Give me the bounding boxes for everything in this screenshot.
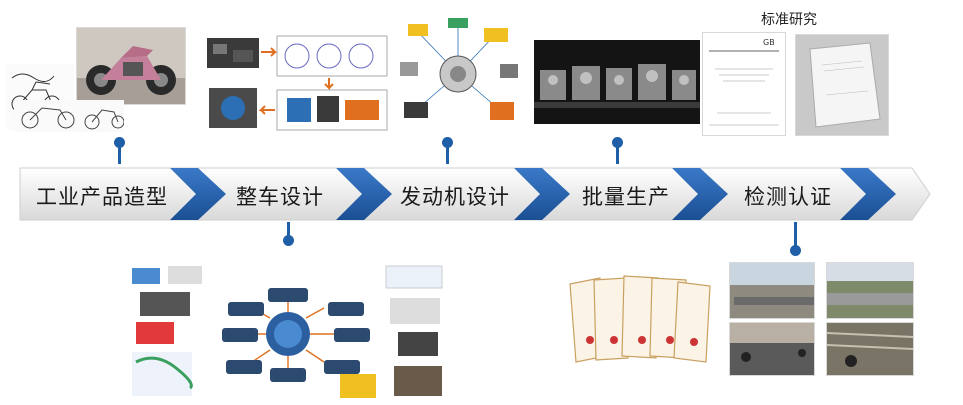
vehicle-layout-image bbox=[205, 30, 392, 132]
stage-vehicle-design: 整车设计 bbox=[236, 185, 324, 209]
test-track-photo-2 bbox=[826, 262, 914, 319]
node-mass-production bbox=[612, 137, 623, 148]
node-vehicle-design bbox=[283, 235, 294, 246]
chevron-icon-2 bbox=[336, 168, 392, 220]
motorcycle-photo bbox=[76, 27, 186, 105]
chevron-icon-5 bbox=[840, 168, 896, 220]
test-rider-photo-2 bbox=[826, 322, 914, 376]
stem-industrial-design bbox=[118, 142, 121, 164]
standard-booklet-photo bbox=[795, 34, 889, 136]
engine-exploded-image bbox=[398, 16, 520, 134]
stem-vehicle-design bbox=[287, 222, 290, 238]
stage-testing-certification: 检测认证 bbox=[744, 185, 832, 209]
stem-testing-certification bbox=[794, 222, 797, 248]
stage-mass-production: 批量生产 bbox=[582, 185, 670, 209]
national-standard-document: GB bbox=[702, 32, 786, 136]
chevron-icon-4 bbox=[672, 168, 728, 220]
production-line-photo bbox=[534, 40, 700, 124]
stage-engine-design: 发动机设计 bbox=[400, 185, 510, 209]
test-rider-photo-1 bbox=[729, 322, 815, 376]
standard-research-caption: 标准研究 bbox=[761, 12, 817, 28]
svg-text:GB: GB bbox=[763, 38, 775, 47]
node-industrial-design bbox=[114, 137, 125, 148]
certificates-image bbox=[566, 270, 714, 366]
stage-industrial-design: 工业产品造型 bbox=[36, 185, 168, 209]
process-bar bbox=[19, 167, 931, 221]
node-engine-design bbox=[442, 137, 453, 148]
stem-mass-production bbox=[616, 142, 619, 164]
chevron-icon-3 bbox=[514, 168, 570, 220]
chevron-icon-1 bbox=[170, 168, 226, 220]
node-testing-certification bbox=[790, 245, 801, 256]
vehicle-design-mindmap bbox=[128, 262, 446, 400]
test-track-photo-1 bbox=[729, 262, 815, 319]
design-sketch-image bbox=[14, 100, 124, 132]
stem-engine-design bbox=[446, 142, 449, 164]
